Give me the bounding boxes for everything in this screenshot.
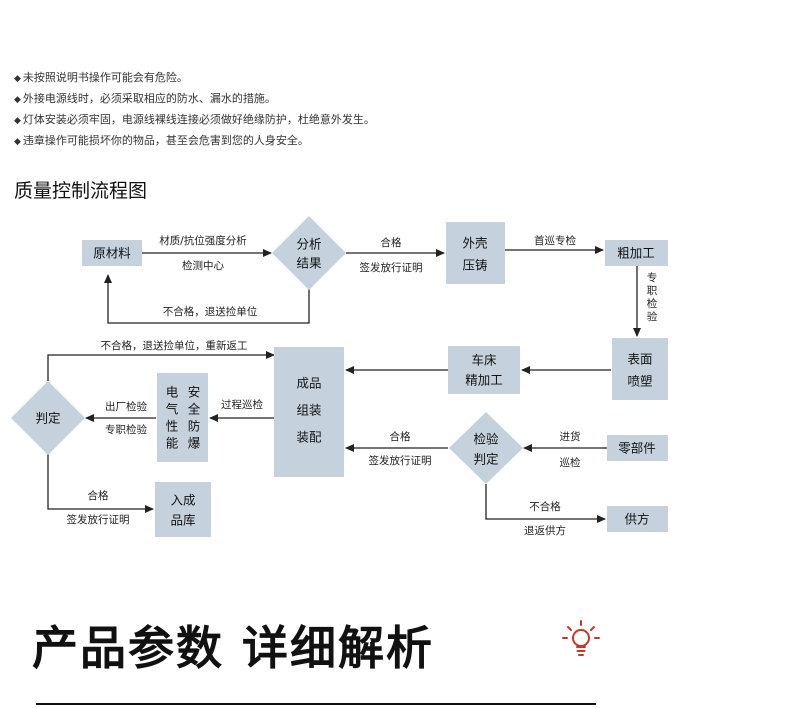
diamond-bullet-icon: ◆ [14, 74, 21, 84]
edge-label: 合格 [88, 489, 109, 502]
node-label: 成品 [296, 376, 321, 391]
node-inspection-judge: 检验 判定 [449, 412, 523, 484]
edge-label: 不合格，退送捡单位 [163, 305, 258, 318]
node-label: 入成 [170, 493, 195, 508]
edge-label: 合格 [381, 236, 402, 249]
diamond-bullet-icon: ◆ [14, 116, 21, 126]
node-label: 压铸 [462, 258, 487, 273]
node-rough-machining: 粗加工 [605, 240, 668, 266]
node-product-assembly: 成品 组装 装配 [274, 347, 344, 477]
edge-label: 不合格，退送捡单位，重新返工 [101, 339, 248, 352]
node-label: 安 [188, 385, 201, 400]
divider [36, 703, 596, 705]
node-label: 全 [188, 402, 201, 417]
node-label: 性 [166, 419, 179, 434]
edge-label: 检 [647, 297, 658, 310]
node-label: 判定 [35, 411, 60, 426]
edge-label: 专 [647, 271, 658, 284]
node-warehouse: 入成 品库 [155, 482, 211, 537]
node-surface-spray: 表面 喷塑 [612, 338, 668, 400]
connectors [47, 246, 641, 523]
edge-label: 合格 [390, 430, 411, 443]
node-label: 喷塑 [627, 374, 652, 389]
node-lathe-finishing: 车床 精加工 [448, 346, 520, 394]
edge-label: 签发放行证明 [360, 261, 423, 274]
node-label: 电 [166, 385, 179, 400]
node-label: 品库 [170, 513, 195, 528]
edge-label: 过程巡检 [221, 398, 263, 411]
lightbulb-icon [562, 620, 600, 656]
node-judge: 判定 [11, 381, 85, 455]
node-label: 外壳 [462, 236, 487, 251]
node-label: 零部件 [618, 441, 656, 456]
warning-item: ◆灯体安装必须牢固，电源线裸线连接必须做好绝缘防护，杜绝意外发生。 [14, 113, 375, 126]
node-label: 分析 [296, 237, 321, 252]
edge-label: 巡检 [560, 456, 581, 469]
warning-item: ◆违章操作可能损坏你的物品，甚至会危害到您的人身安全。 [14, 134, 309, 147]
node-label: 结果 [296, 256, 322, 271]
arrow-judge-pass [47, 454, 154, 513]
node-label: 判定 [473, 452, 498, 467]
edge-label: 验 [647, 310, 658, 323]
arrow-inspect-fail [485, 484, 606, 523]
flow-title: 质量控制流程图 [14, 180, 148, 202]
node-label: 表面 [627, 352, 652, 367]
node-label: 原材料 [93, 246, 131, 261]
diamond-bullet-icon: ◆ [14, 95, 21, 105]
node-label: 精加工 [465, 373, 503, 388]
edge-label: 签发放行证明 [369, 454, 432, 467]
edge-label: 职 [647, 285, 658, 297]
node-label: 粗加工 [617, 246, 655, 261]
node-label: 检验 [473, 432, 499, 447]
node-label: 组装 [296, 403, 321, 418]
arrow-analysis-fail [104, 274, 310, 324]
edge-label: 材质/抗位强度分析 [159, 234, 247, 247]
quality-flowchart: 原材料 分析 结果 外壳 压铸 粗加工 表面 喷塑 车床 精加工 成品 组装 装… [11, 216, 668, 537]
edge-label: 出厂检验 [105, 400, 147, 413]
warning-item: ◆外接电源线时，必须采取相应的防水、漏水的措施。 [14, 92, 276, 105]
arrow-judge-fail [47, 351, 275, 381]
node-label: 装配 [296, 430, 322, 445]
node-raw-material: 原材料 [82, 240, 142, 266]
warning-item: ◆未按照说明书操作可能会有危险。 [14, 71, 188, 84]
edge-label: 检测中心 [182, 259, 224, 272]
node-casing-casting: 外壳 压铸 [446, 222, 505, 284]
node-label: 车床 [471, 353, 497, 368]
params-title: 产品参数 详细解析 [32, 621, 435, 675]
edge-label: 进货 [560, 430, 581, 443]
edge-label: 首巡专检 [534, 234, 576, 247]
node-label: 供方 [624, 512, 649, 527]
edge-label: 专职检验 [105, 423, 147, 436]
edge-label: 签发放行证明 [67, 513, 130, 526]
node-label: 防 [188, 419, 201, 434]
node-parts: 零部件 [607, 435, 668, 461]
node-electrical-safety: 电 气 性 能 安 全 防 爆 [157, 373, 208, 462]
node-supplier: 供方 [607, 506, 668, 532]
diamond-bullet-icon: ◆ [14, 137, 21, 147]
edge-labels: 材质/抗位强度分析 检测中心 不合格，退送捡单位 合格 签发放行证明 首巡专检 … [67, 234, 658, 537]
edge-label: 退返供方 [524, 524, 566, 537]
node-analysis-result: 分析 结果 [272, 216, 346, 290]
node-label: 气 [166, 402, 179, 417]
node-label: 能 [166, 436, 179, 451]
edge-label: 不合格 [529, 500, 561, 513]
node-label: 爆 [188, 436, 201, 451]
